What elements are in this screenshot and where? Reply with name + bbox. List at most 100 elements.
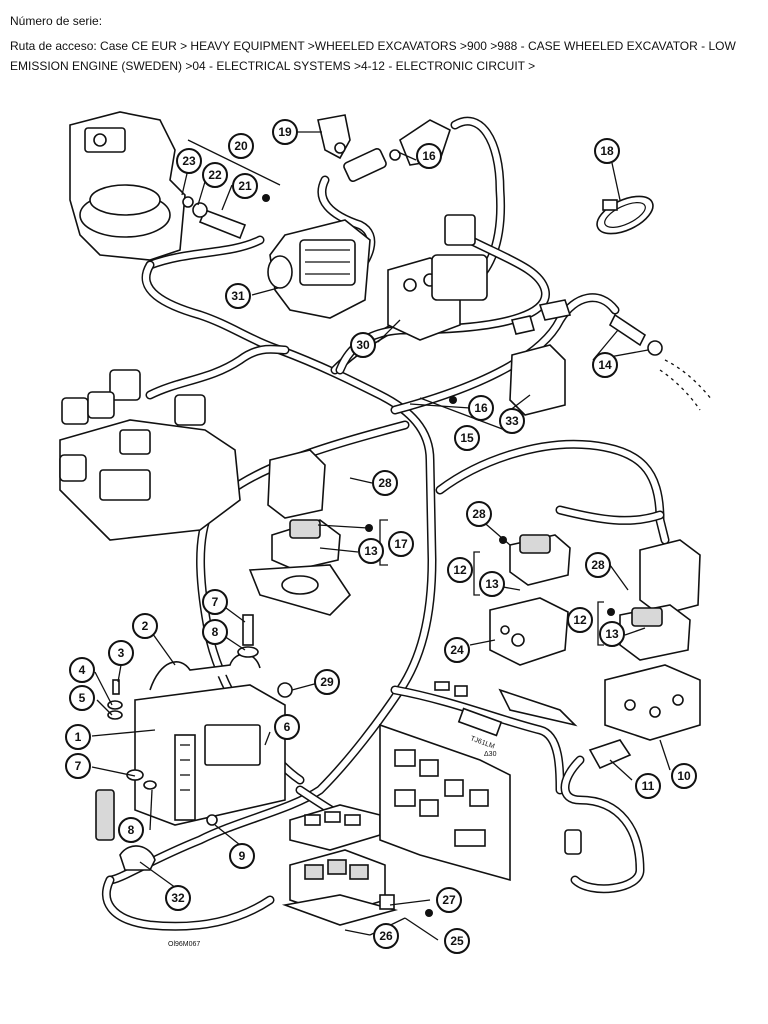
sensor-14 xyxy=(608,313,713,411)
callout-circle xyxy=(232,173,258,199)
callout-circle xyxy=(372,470,398,496)
callout-circle xyxy=(272,119,298,145)
drawing-code: Ol96M067 xyxy=(168,941,200,948)
callout-number: 32 xyxy=(171,891,185,905)
callout-circle xyxy=(373,923,399,949)
callout-circle xyxy=(479,571,505,597)
callout-3: 3 xyxy=(108,640,134,666)
callout-number: 13 xyxy=(364,544,378,558)
callout-16: 16 xyxy=(416,143,442,169)
callout-circle xyxy=(594,138,620,164)
callout-circle xyxy=(202,589,228,615)
sensor-11 xyxy=(564,739,632,855)
callout-10: 10 xyxy=(671,763,697,789)
callout-circle xyxy=(592,352,618,378)
callout-circle xyxy=(350,332,376,358)
valve-block-10 xyxy=(604,664,701,741)
callout-2: 2 xyxy=(132,613,158,639)
callout-circle xyxy=(65,753,91,779)
callout-15: 15 xyxy=(454,425,480,451)
plug-connector xyxy=(434,681,578,737)
callout-circle xyxy=(274,714,300,740)
callout-number: 17 xyxy=(394,537,408,551)
callout-circle xyxy=(118,817,144,843)
callout-number: 6 xyxy=(284,720,291,734)
callout-16: 16 xyxy=(468,395,494,421)
callout-17: 17 xyxy=(388,531,414,557)
callout-13: 13 xyxy=(358,538,384,564)
callout-number: 7 xyxy=(212,595,219,609)
callout-circle xyxy=(65,724,91,750)
callout-19: 19 xyxy=(272,119,298,145)
callout-number: 11 xyxy=(642,779,655,793)
callout-28: 28 xyxy=(466,501,492,527)
callout-circle xyxy=(314,669,340,695)
callout-circle xyxy=(132,613,158,639)
callout-number: 18 xyxy=(600,144,614,158)
callout-number: 1 xyxy=(75,730,82,744)
sensor-assembly xyxy=(182,196,247,240)
leader-lines xyxy=(91,131,671,941)
callout-29: 29 xyxy=(314,669,340,695)
callout-circle xyxy=(202,619,228,645)
callout-number: 28 xyxy=(472,507,486,521)
callout-circle xyxy=(228,133,254,159)
callout-circle xyxy=(444,637,470,663)
callout-number: 13 xyxy=(485,577,499,591)
callout-number: 30 xyxy=(356,338,370,352)
callout-number: 16 xyxy=(474,401,488,415)
callout-number: 2 xyxy=(142,619,149,633)
callout-number: 5 xyxy=(79,691,86,705)
callout-7: 7 xyxy=(65,753,91,779)
hydraulic-pump xyxy=(69,111,186,261)
control-unit xyxy=(134,653,286,826)
callout-number: 16 xyxy=(422,149,436,163)
callout-13: 13 xyxy=(479,571,505,597)
callout-number: 26 xyxy=(379,929,393,943)
callout-21: 21 xyxy=(232,173,258,199)
bolt-set xyxy=(107,614,293,826)
callout-number: 20 xyxy=(234,139,248,153)
callout-25: 25 xyxy=(444,928,470,954)
cover-right xyxy=(639,539,701,616)
callout-circle xyxy=(444,928,470,954)
callout-number: 4 xyxy=(79,663,86,677)
callout-circle xyxy=(176,148,202,174)
switch-module-center xyxy=(248,519,352,616)
callout-circle xyxy=(358,538,384,564)
callout-14: 14 xyxy=(592,352,618,378)
callout-circle xyxy=(447,557,473,583)
callout-number: 14 xyxy=(598,358,612,372)
callout-1: 1 xyxy=(65,724,91,750)
switch-module-right-lower xyxy=(619,604,691,661)
callout-circle xyxy=(585,552,611,578)
callout-number: 8 xyxy=(212,625,219,639)
breadcrumb-path-line-1: Ruta de acceso: Case CE EUR > HEAVY EQUI… xyxy=(10,39,736,53)
callout-circle xyxy=(466,501,492,527)
callout-circle xyxy=(635,773,661,799)
callout-28: 28 xyxy=(585,552,611,578)
callout-circle xyxy=(671,763,697,789)
connector-32 xyxy=(95,789,156,871)
callout-27: 27 xyxy=(436,887,462,913)
callout-7: 7 xyxy=(202,589,228,615)
callout-23: 23 xyxy=(176,148,202,174)
callout-circle xyxy=(416,143,442,169)
callout-number: 28 xyxy=(378,476,392,490)
callout-circle xyxy=(468,395,494,421)
callout-number: 27 xyxy=(442,893,456,907)
valve-block-24 xyxy=(489,597,569,666)
callout-18: 18 xyxy=(594,138,620,164)
callout-number: 12 xyxy=(453,563,467,577)
clamp xyxy=(596,195,654,235)
callout-9: 9 xyxy=(229,843,255,869)
callout-8: 8 xyxy=(118,817,144,843)
callout-4: 4 xyxy=(69,657,95,683)
callout-20: 20 xyxy=(228,133,254,159)
injection-pump xyxy=(267,219,371,319)
cover-center xyxy=(267,449,326,519)
callout-number: 33 xyxy=(505,414,519,428)
callout-31: 31 xyxy=(225,283,251,309)
callout-number: 22 xyxy=(208,168,222,182)
